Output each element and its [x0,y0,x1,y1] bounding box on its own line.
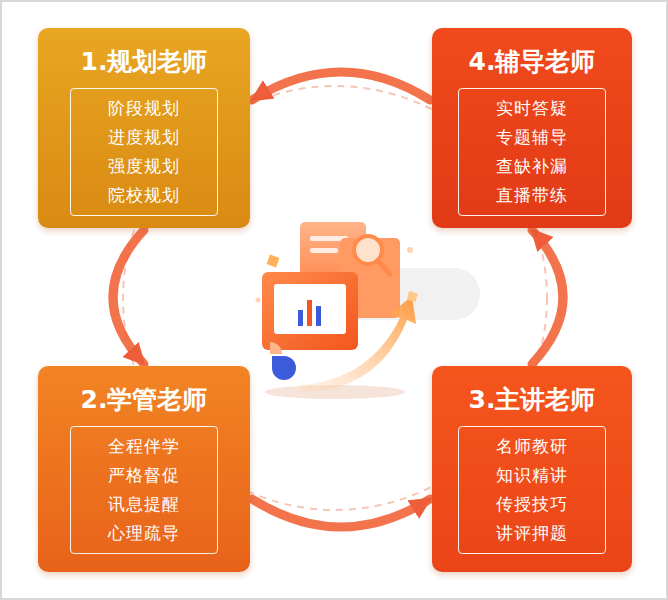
duty-item: 实时答疑 [496,94,568,123]
pie-slice [270,342,282,354]
duty-item: 心理疏导 [108,519,180,548]
duty-list-box: 阶段规划进度规划强度规划院校规划 [70,88,218,216]
role-box: 3.主讲老师名师教研知识精讲传授技巧讲评押题 [432,366,632,572]
duty-list-box: 实时答疑专题辅导查缺补漏直播带练 [458,88,606,216]
duty-item: 阶段规划 [108,94,180,123]
cycle-arrow [113,230,144,364]
duty-list-box: 全程伴学严格督促讯息提醒心理疏导 [70,426,218,554]
duty-list-box: 名师教研知识精讲传授技巧讲评押题 [458,426,606,554]
box-heading: 2.学管老师 [38,384,250,416]
box-heading: 4.辅导老师 [432,46,632,78]
box-heading: 1.规划老师 [38,46,250,78]
duty-item: 查缺补漏 [496,152,568,181]
duty-item: 讲评押题 [496,519,568,548]
up-arrow [300,296,416,392]
duty-item: 专题辅导 [496,123,568,152]
duty-item: 直播带练 [496,181,568,210]
chart-bar [316,306,321,326]
duty-item: 院校规划 [108,181,180,210]
chart-card [262,272,358,350]
magnifier-handle [378,261,390,274]
chart-screen [274,284,346,334]
duty-item: 名师教研 [496,432,568,461]
box-heading: 3.主讲老师 [432,384,632,416]
cycle-arrow [252,499,430,527]
chart-bar [298,310,303,326]
duty-item: 知识精讲 [496,461,568,490]
duty-item: 传授技巧 [496,490,568,519]
pie [272,356,296,380]
role-box: 4.辅导老师实时答疑专题辅导查缺补漏直播带练 [432,28,632,228]
cycle-arrow [252,72,430,100]
chart-bar [307,300,312,326]
cube [267,255,280,268]
dot [256,298,261,303]
dot [407,247,413,253]
cycle-arrow [532,230,563,364]
document-line [310,248,338,253]
duty-item: 全程伴学 [108,432,180,461]
role-box: 1.规划老师阶段规划进度规划强度规划院校规划 [38,28,250,228]
duty-item: 进度规划 [108,123,180,152]
cube [407,291,418,302]
duty-item: 强度规划 [108,152,180,181]
role-box: 2.学管老师全程伴学严格督促讯息提醒心理疏导 [38,366,250,572]
duty-item: 严格督促 [108,461,180,490]
duty-item: 讯息提醒 [108,490,180,519]
